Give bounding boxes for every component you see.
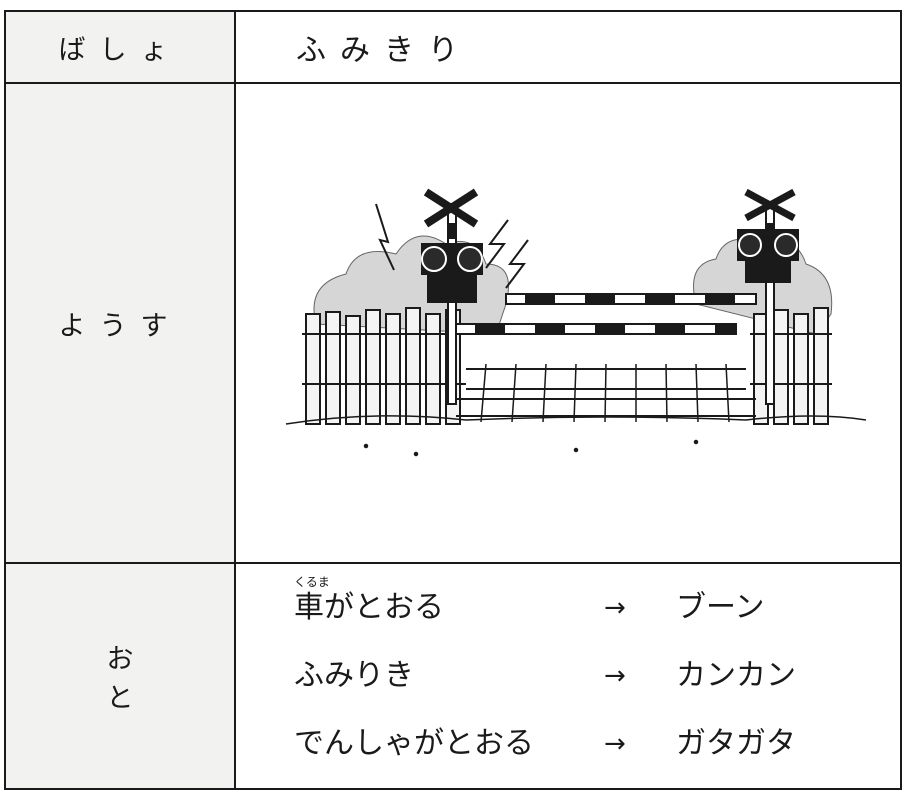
sound-source: でんしゃがとおる — [294, 729, 604, 759]
fence-right — [750, 307, 832, 425]
place-row: ばしょ ふみきり — [4, 10, 902, 84]
crossing-signal-right — [737, 188, 799, 405]
place-label-cell: ばしょ — [4, 10, 236, 84]
sound-list-cell: くるま 車がとおる → ブーン ふみりき → カンカン でんしゃがとおる — [234, 562, 902, 790]
scene-row: ようす — [4, 82, 902, 564]
arrow-icon: → — [604, 593, 626, 623]
observation-table: ばしょ ふみきり ようす — [4, 10, 902, 790]
scene-illustration-cell — [234, 82, 902, 564]
place-value: ふみきり — [296, 33, 472, 68]
ground — [285, 415, 867, 457]
sound-source-text: ふみりき — [294, 658, 414, 693]
railway-tracks — [456, 363, 756, 423]
sound-item: ふみりき → カンカン — [294, 642, 900, 710]
sound-source-text: 車がとおる — [294, 590, 444, 625]
sound-list: くるま 車がとおる → ブーン ふみりき → カンカン でんしゃがとおる — [236, 574, 900, 778]
sound-item: でんしゃがとおる → ガタガタ — [294, 710, 900, 778]
arrow-icon: → — [604, 661, 626, 691]
sound-word: カンカン — [676, 658, 796, 693]
fence-left — [302, 307, 466, 425]
scene-label: ようす — [58, 310, 182, 342]
sound-item: くるま 車がとおる → ブーン — [294, 574, 900, 642]
place-value-cell: ふみきり — [234, 10, 902, 84]
sound-zigzags — [375, 203, 529, 289]
sound-row-group: おと くるま 車がとおる → ブーン ふみりき → カンカン — [4, 562, 902, 790]
railroad-crossing-illustration — [285, 188, 867, 457]
sound-label: おと — [106, 644, 206, 714]
arrow-icon: → — [604, 729, 626, 759]
sound-label-cell: おと — [4, 562, 236, 790]
crossing-signal-left — [421, 188, 483, 405]
sound-word: ガタガタ — [676, 726, 796, 761]
scene-label-cell: ようす — [4, 82, 236, 564]
furigana: くるま — [294, 575, 330, 589]
place-label: ばしょ — [58, 34, 182, 66]
sound-source: ふみりき — [294, 661, 604, 691]
barrier-arms — [455, 293, 757, 335]
sound-word: ブーン — [676, 590, 765, 625]
sound-source: くるま 車がとおる — [294, 576, 604, 625]
sound-source-text: でんしゃがとおる — [294, 726, 534, 761]
